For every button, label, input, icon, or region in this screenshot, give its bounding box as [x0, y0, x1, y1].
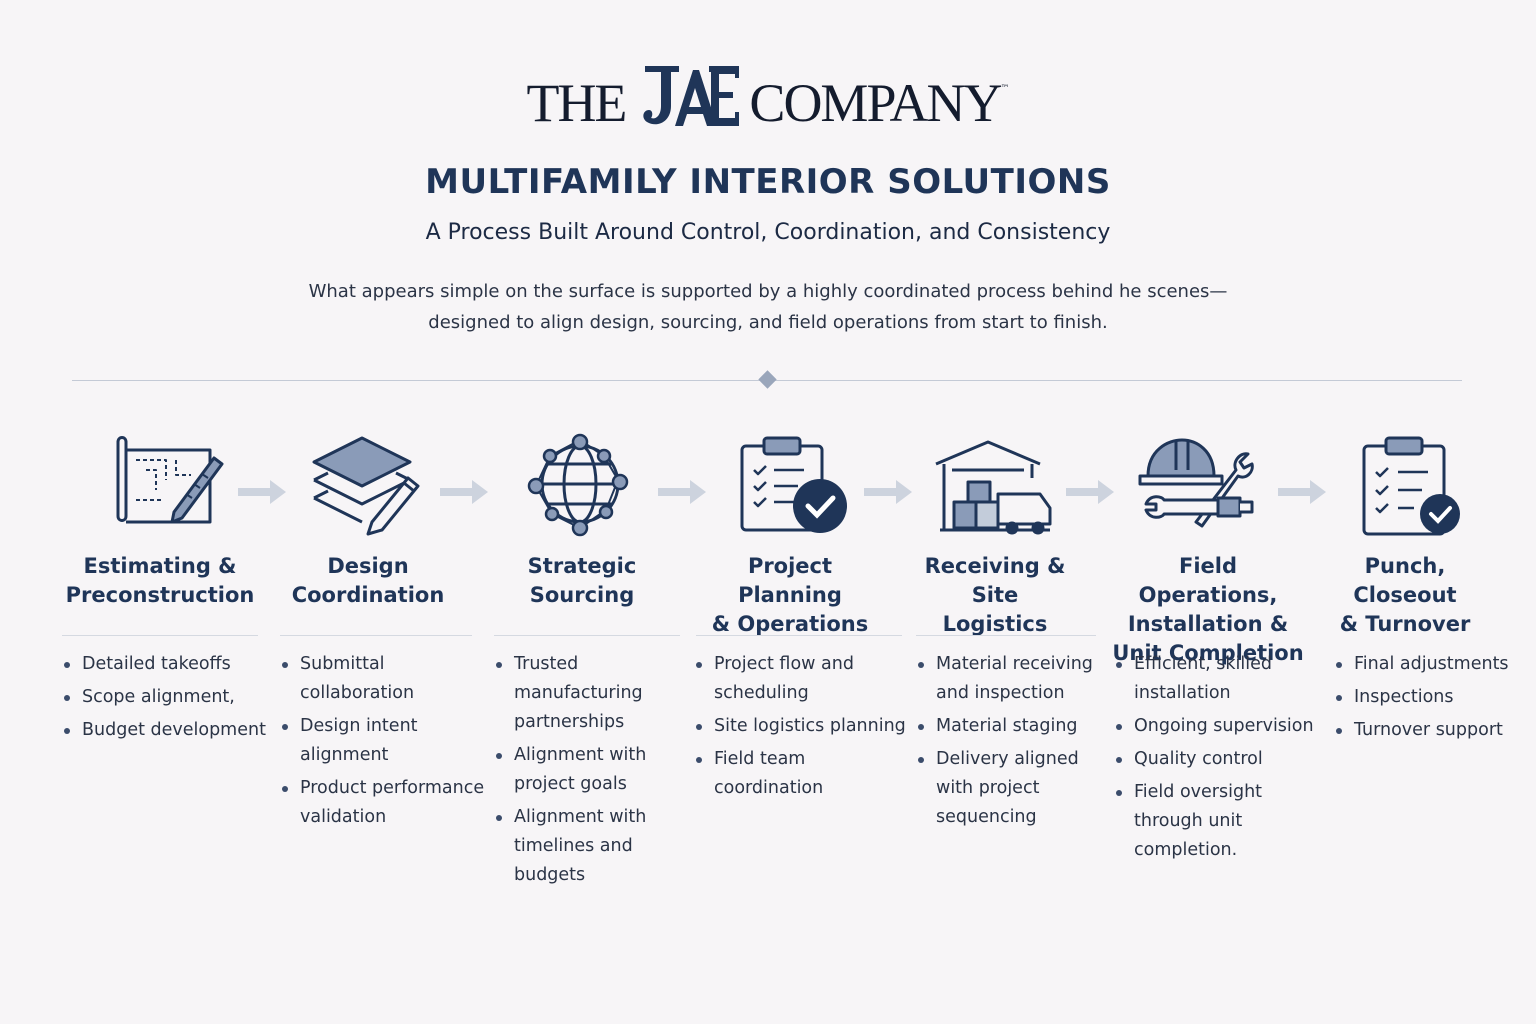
bullet-item: Turnover support: [1334, 716, 1530, 745]
step-title: Estimating & Preconstruction: [62, 552, 258, 610]
bullet-item: Field team coordination: [694, 745, 908, 803]
step-title-line: Installation &: [1127, 612, 1289, 636]
arrow-right-icon: [440, 480, 488, 504]
step-bullets: Efficient, skilled installation Ongoing …: [1114, 650, 1336, 869]
step-rule: [696, 635, 902, 636]
layers-pencil-icon: [312, 436, 420, 536]
step-title-line: & Operations: [711, 612, 869, 636]
step-bullets: Final adjustments Inspections Turnover s…: [1334, 650, 1530, 749]
arrow-right-icon: [864, 480, 912, 504]
bullet-item: Field oversight through unit completion.: [1114, 778, 1336, 865]
step-bullets: Submittal collaboration Design intent al…: [280, 650, 490, 836]
bullet-item: Inspections: [1334, 683, 1530, 712]
bullet-item: Material receiving and inspection: [916, 650, 1112, 708]
step-title-line: Site Logistics: [942, 583, 1048, 636]
step-rule: [494, 635, 680, 636]
intro-line-2: designed to align design, sourcing, and …: [428, 312, 1108, 333]
intro-text: What appears simple on the surface is su…: [0, 276, 1536, 338]
step-title-line: Unit Completion: [1112, 641, 1304, 665]
step-bullets: Trusted manufacturing partnerships Align…: [494, 650, 692, 894]
warehouse-truck-icon: [935, 440, 1052, 535]
step-title: Design Coordination: [280, 552, 456, 610]
step-title-line: Strategic: [527, 554, 637, 578]
step-rule: [62, 635, 258, 636]
step-title-line: Estimating &: [83, 554, 237, 578]
step-title-line: Sourcing: [529, 583, 635, 607]
step-title-line: Punch,: [1364, 554, 1446, 578]
global-network-icon: [527, 433, 629, 537]
step-bullets: Project flow and scheduling Site logisti…: [694, 650, 908, 807]
logo-word-the: THE: [526, 73, 627, 133]
bullet-item: Delivery aligned with project sequencing: [916, 745, 1112, 832]
checklist-check-icon: [1362, 436, 1460, 536]
intro-line-1: What appears simple on the surface is su…: [308, 281, 1228, 302]
bullet-item: Final adjustments: [1334, 650, 1530, 679]
bullet-item: Alignment with project goals: [494, 741, 692, 799]
bullet-item: Submittal collaboration: [280, 650, 490, 708]
step-title: Project Planning & Operations: [694, 552, 886, 639]
step-bullets: Detailed takeoffs Scope alignment, Budge…: [62, 650, 277, 749]
step-title-line: Preconstruction: [65, 583, 255, 607]
step-title-line: Closeout: [1353, 583, 1457, 607]
step-rule: [280, 635, 472, 636]
bullet-item: Ongoing supervision: [1114, 712, 1336, 741]
step-title: Field Operations, Installation & Unit Co…: [1106, 552, 1310, 668]
step-title-line: Receiving &: [924, 554, 1066, 578]
bullet-item: Scope alignment,: [62, 683, 277, 712]
step-title: Receiving & Site Logistics: [916, 552, 1074, 639]
step-bullets: Material receiving and inspection Materi…: [916, 650, 1112, 836]
bullet-item: Alignment with timelines and budgets: [494, 803, 692, 890]
arrow-right-icon: [238, 480, 286, 504]
arrow-right-icon: [1066, 480, 1114, 504]
step-title-line: Project Planning: [738, 554, 842, 607]
blueprint-ruler-icon: [116, 436, 224, 524]
bullet-item: Project flow and scheduling: [694, 650, 908, 708]
logo-word-company: COMPANY: [749, 73, 1002, 133]
arrow-right-icon: [1278, 480, 1326, 504]
divider-diamond-icon: [758, 370, 777, 389]
trademark-symbol: ™: [1000, 84, 1010, 94]
bullet-item: Detailed takeoffs: [62, 650, 277, 679]
bullet-item: Efficient, skilled installation: [1114, 650, 1336, 708]
step-title-line: Field Operations,: [1138, 554, 1278, 607]
step-title-line: Design: [327, 554, 409, 578]
page-subtitle: A Process Built Around Control, Coordina…: [425, 220, 1111, 245]
bullet-item: Material staging: [916, 712, 1112, 741]
step-title-line: & Turnover: [1339, 612, 1471, 636]
step-title: Punch, Closeout & Turnover: [1330, 552, 1480, 639]
bullet-item: Budget development: [62, 716, 277, 745]
bullet-item: Product performance validation: [280, 774, 490, 832]
page-title: MULTIFAMILY INTERIOR SOLUTIONS: [425, 162, 1111, 202]
step-title: Strategic Sourcing: [494, 552, 670, 610]
bullet-item: Site logistics planning: [694, 712, 908, 741]
bullet-item: Trusted manufacturing partnerships: [494, 650, 692, 737]
jae-monogram-icon: [643, 66, 740, 126]
arrow-right-icon: [658, 480, 706, 504]
step-rule: [916, 635, 1096, 636]
bullet-item: Design intent alignment: [280, 712, 490, 770]
company-logo: THE COMPANY ™: [0, 62, 1536, 130]
hardhat-tools-icon: [1138, 438, 1254, 528]
clipboard-check-icon: [740, 436, 847, 533]
step-title-line: Coordination: [291, 583, 445, 607]
bullet-item: Quality control: [1114, 745, 1336, 774]
